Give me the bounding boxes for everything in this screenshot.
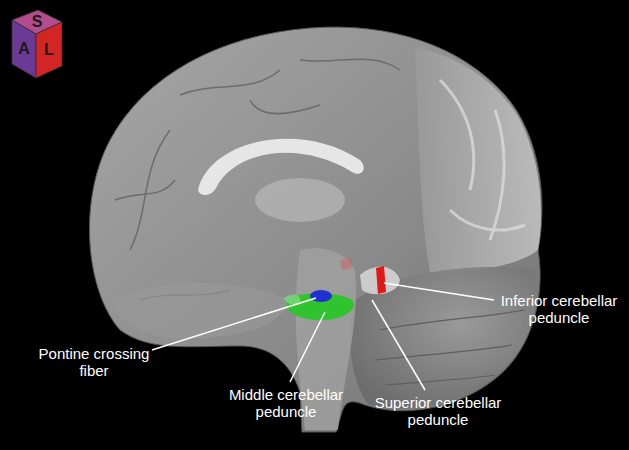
structure-label: Pontine crossing fiber [38,345,150,379]
axis-letter: S [28,13,46,31]
axis-letter: A [15,40,33,58]
orientation-cube [12,10,62,78]
structure-label: Middle cerebellar peduncle [215,386,357,420]
structure-label: Superior cerebellar peduncle [362,394,514,428]
structure-label: Inferior cerebellar peduncle [492,292,626,326]
axis-letter: L [40,41,58,59]
leader-lines [152,283,494,390]
